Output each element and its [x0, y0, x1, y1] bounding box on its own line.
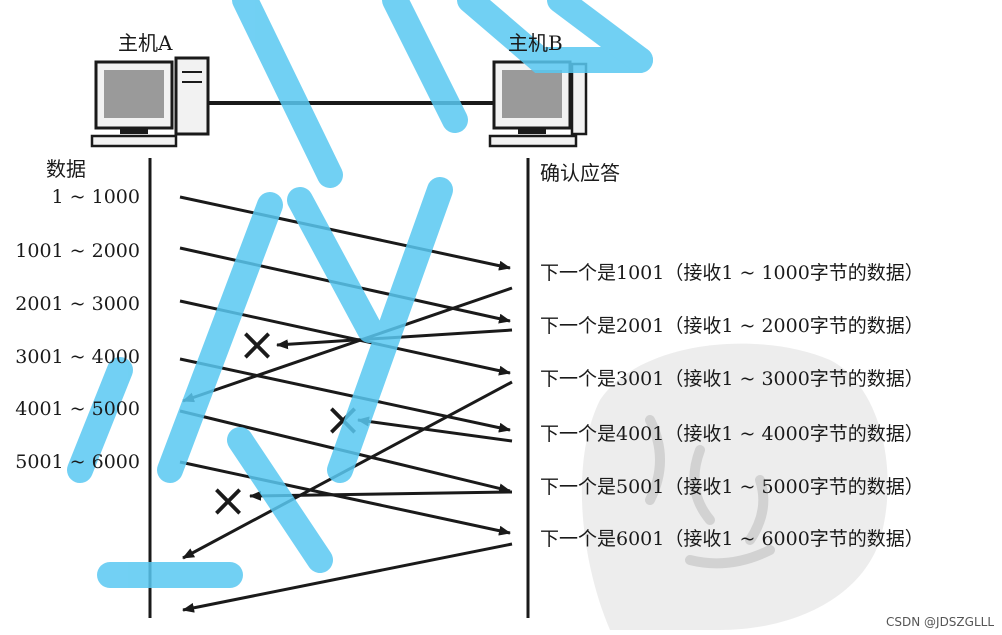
background-seal [581, 343, 888, 630]
host-a-computer-icon [90, 56, 210, 148]
segment-label: 5001 ~ 6000 [15, 451, 140, 473]
segment-label: 3001 ~ 4000 [15, 346, 140, 368]
data-segment-arrow [179, 460, 511, 536]
ack-label: 下一个是2001（接收1 ~ 2000字节的数据） [540, 315, 924, 337]
loss-marker-icon: × [209, 473, 248, 527]
ack-arrow [357, 416, 513, 443]
host-a-label: 主机A [118, 31, 173, 55]
host-b-computer-icon [488, 60, 588, 148]
segment-label: 4001 ~ 5000 [15, 398, 140, 420]
loss-marker-icon: × [238, 317, 277, 371]
receiver-header: 确认应答 [540, 161, 620, 185]
ack-arrow [182, 286, 513, 403]
data-segment-arrow [179, 357, 511, 433]
ack-arrow [249, 490, 513, 501]
ack-arrow [182, 542, 513, 613]
watermark [67, 0, 653, 588]
ack-label: 下一个是5001（接收1 ~ 5000字节的数据） [540, 476, 924, 498]
data-segment-arrow [179, 195, 511, 271]
ack-label: 下一个是4001（接收1 ~ 4000字节的数据） [540, 423, 924, 445]
ack-label: 下一个是3001（接收1 ~ 3000字节的数据） [540, 368, 924, 390]
ack-label: 下一个是1001（接收1 ~ 1000字节的数据） [540, 262, 924, 284]
segment-label: 2001 ~ 3000 [15, 293, 140, 315]
background-seal-mark [645, 415, 775, 569]
credit-text: CSDN @JDSZGLLL [886, 615, 994, 629]
ack-label: 下一个是6001（接收1 ~ 6000字节的数据） [540, 528, 924, 550]
host-b-label: 主机B [508, 31, 563, 55]
segment-label: 1001 ~ 2000 [15, 240, 140, 262]
sender-header: 数据 [46, 157, 86, 181]
segment-label: 1 ~ 1000 [51, 186, 140, 208]
